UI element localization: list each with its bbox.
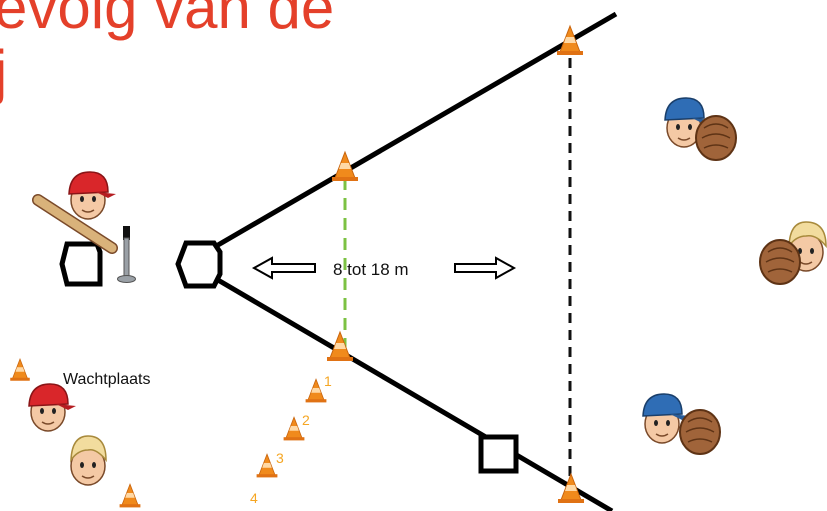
- double-arrow-icon: [251, 256, 316, 280]
- foul-line-top: [216, 11, 618, 248]
- cone-icon: [119, 483, 141, 508]
- glove-icon: [759, 239, 801, 285]
- waiting-player-icon: [28, 383, 77, 432]
- double-arrow-icon: [454, 256, 517, 280]
- cone-icon: [556, 25, 584, 56]
- glove-icon: [679, 409, 721, 455]
- fielder-icon: [664, 97, 737, 161]
- distance-label: 8 tot 18 m: [333, 260, 409, 279]
- waiting-area-label: Wachtplaats: [63, 371, 150, 388]
- cone-icon: [557, 473, 585, 504]
- tee-icon: [117, 226, 136, 283]
- queue-number: 1: [324, 373, 332, 389]
- home-plate-icon: [59, 241, 103, 287]
- cone-icon: [256, 453, 278, 478]
- title-line-2: j: [0, 38, 8, 105]
- foul-line-bottom: [216, 277, 614, 511]
- fielder-icon: [759, 221, 827, 285]
- fielder-icon: [642, 393, 721, 455]
- glove-icon: [695, 115, 737, 161]
- cone-icon: [9, 358, 31, 382]
- queue-number: 3: [276, 450, 284, 466]
- page-title: evolg van de j: [0, 0, 334, 104]
- batter-icon: [32, 171, 118, 254]
- queue-number: 4: [250, 490, 258, 506]
- waiting-player-icon: [70, 435, 107, 486]
- base-icon: [478, 434, 519, 474]
- queue-number: 2: [302, 412, 310, 428]
- home-plate-icon: [175, 240, 223, 289]
- title-line-1: evolg van de: [0, 0, 335, 41]
